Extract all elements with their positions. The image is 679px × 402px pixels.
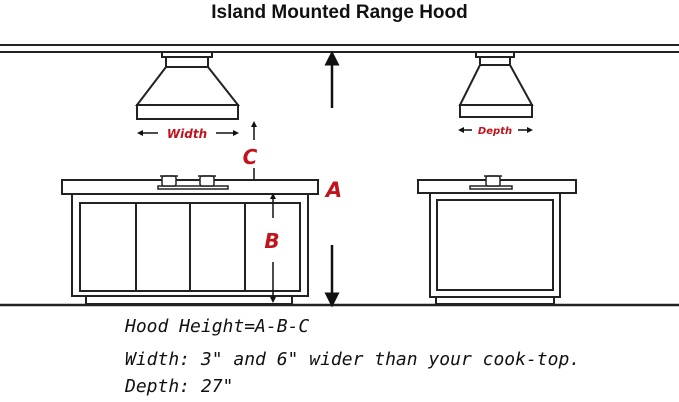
island-front-view bbox=[61, 179, 319, 305]
ceiling bbox=[0, 44, 679, 53]
hood-side-view bbox=[458, 51, 534, 118]
width-label: Width bbox=[167, 127, 207, 141]
c-label: C bbox=[243, 145, 258, 169]
width-note: Width: 3" and 6" wider than your cook-to… bbox=[125, 349, 581, 370]
a-label: A bbox=[324, 178, 342, 202]
hood-height-formula: Hood Height=A-B-C bbox=[125, 316, 310, 337]
cooktop-side bbox=[469, 175, 513, 190]
hood-front-view bbox=[134, 51, 241, 120]
diagram-title: Island Mounted Range Hood bbox=[211, 2, 468, 23]
island-side-view bbox=[417, 179, 577, 305]
cooktop-front bbox=[157, 175, 229, 190]
b-label: B bbox=[264, 229, 279, 253]
depth-label: Depth bbox=[478, 126, 512, 137]
depth-note: Depth: 27" bbox=[125, 376, 234, 397]
